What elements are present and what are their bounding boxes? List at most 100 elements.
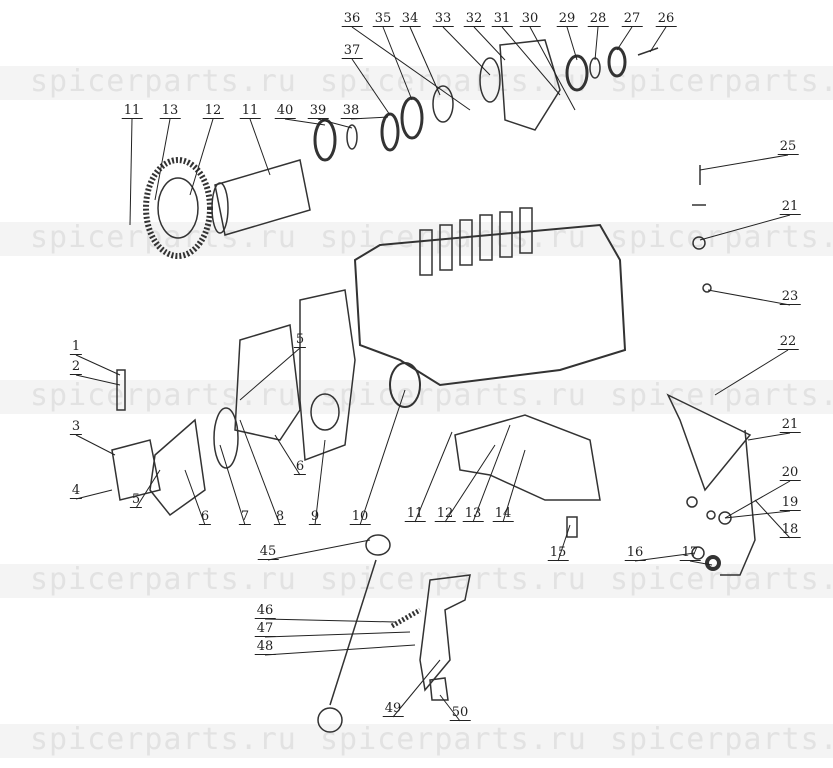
leader-line — [189, 118, 214, 196]
leader-line — [473, 26, 506, 61]
watermark-text: spicerparts.ru — [320, 562, 587, 597]
part-label-8: 8 — [273, 509, 287, 525]
leader-line — [747, 432, 791, 441]
leader-line — [264, 618, 396, 623]
part-label-12: 12 — [202, 103, 224, 119]
clip-50 — [429, 677, 449, 701]
leader-line — [699, 154, 789, 171]
part-label-27: 27 — [621, 11, 643, 27]
part-label-3: 3 — [69, 419, 83, 435]
timing-gear — [143, 157, 213, 259]
part-label-16: 16 — [624, 545, 646, 561]
leader-line — [409, 26, 441, 96]
washer-20 — [686, 496, 698, 508]
leader-line — [75, 434, 116, 456]
leader-line — [314, 439, 326, 526]
part-label-31: 31 — [491, 11, 513, 27]
part-label-38: 38 — [340, 103, 362, 119]
nut-18 — [718, 511, 732, 525]
plate-6 — [149, 418, 206, 517]
leader-line — [439, 694, 461, 722]
watermark-text: spicerparts.ru — [30, 722, 297, 757]
part-label-50: 50 — [449, 705, 471, 721]
part-label-17: 17 — [679, 545, 701, 561]
leader-line — [75, 374, 121, 386]
plate-6a — [234, 324, 301, 441]
leader-line — [129, 118, 133, 226]
part-label-30: 30 — [519, 11, 541, 27]
watermark-text: spicerparts.ru — [30, 378, 297, 413]
injector-outlets — [419, 207, 533, 276]
part-label-46: 46 — [254, 603, 276, 619]
part-label-20: 20 — [779, 465, 801, 481]
key-26 — [637, 47, 659, 56]
leader-line — [392, 659, 441, 718]
leader-line — [75, 354, 121, 376]
leader-line — [472, 424, 511, 523]
leader-line — [724, 510, 791, 519]
fitting-23 — [702, 283, 712, 293]
clip-28 — [589, 57, 601, 79]
part-label-28: 28 — [587, 11, 609, 27]
leader-line — [557, 524, 571, 562]
leader-line — [502, 449, 526, 523]
leader-line — [594, 26, 599, 61]
part-label-19: 19 — [779, 495, 801, 511]
camshaft-flange — [211, 182, 229, 234]
leader-line — [284, 118, 326, 126]
seal-29 — [565, 54, 589, 92]
part-label-6: 6 — [293, 459, 307, 475]
lever-22 — [666, 393, 752, 492]
part-label-15: 15 — [547, 545, 569, 561]
part-label-33: 33 — [432, 11, 454, 27]
part-label-49: 49 — [382, 701, 404, 717]
leader-line — [414, 431, 453, 523]
leader-line — [239, 419, 281, 526]
part-label-23: 23 — [779, 289, 801, 305]
leader-line — [264, 644, 416, 656]
part-label-18: 18 — [779, 522, 801, 538]
leader-line — [317, 118, 353, 129]
part-label-13: 13 — [462, 506, 484, 522]
part-label-5: 5 — [293, 332, 307, 348]
ring-33 — [432, 85, 454, 123]
leader-line — [501, 26, 561, 96]
rod-21 — [720, 429, 756, 576]
timing-gear-hub — [157, 177, 199, 239]
leader-line — [184, 469, 206, 526]
leader-line — [724, 480, 791, 519]
leader-line — [634, 552, 696, 562]
coupling-3 — [111, 439, 161, 501]
link-rod-end — [317, 707, 343, 733]
part-label-10: 10 — [349, 509, 371, 525]
part-label-36: 36 — [341, 11, 363, 27]
watermark-text: spicerparts.ru — [610, 722, 833, 757]
part-label-48: 48 — [254, 639, 276, 655]
bolt-25 — [692, 165, 706, 206]
leader-line — [75, 489, 113, 500]
bolt-15 — [566, 516, 578, 538]
watermark-text: spicerparts.ru — [610, 64, 833, 99]
leader-line — [566, 26, 578, 61]
adapter-9 — [299, 289, 356, 462]
leader-line — [359, 389, 406, 526]
link-rod — [329, 559, 377, 706]
washer-21 — [692, 236, 706, 250]
part-label-6: 6 — [198, 509, 212, 525]
nut-27 — [607, 46, 627, 78]
part-label-4: 4 — [69, 483, 83, 499]
watermark-text: spicerparts.ru — [610, 562, 833, 597]
gasket-7 — [213, 407, 239, 469]
circlip-38 — [380, 112, 400, 152]
leader-line — [444, 444, 496, 523]
part-label-21: 21 — [779, 417, 801, 433]
washer-19 — [706, 510, 716, 520]
part-label-22: 22 — [777, 334, 799, 350]
watermark-band — [0, 724, 833, 758]
part-label-11: 11 — [121, 103, 143, 119]
part-label-9: 9 — [308, 509, 322, 525]
part-label-11: 11 — [239, 103, 261, 119]
part-label-12: 12 — [434, 506, 456, 522]
leader-line — [351, 26, 471, 111]
